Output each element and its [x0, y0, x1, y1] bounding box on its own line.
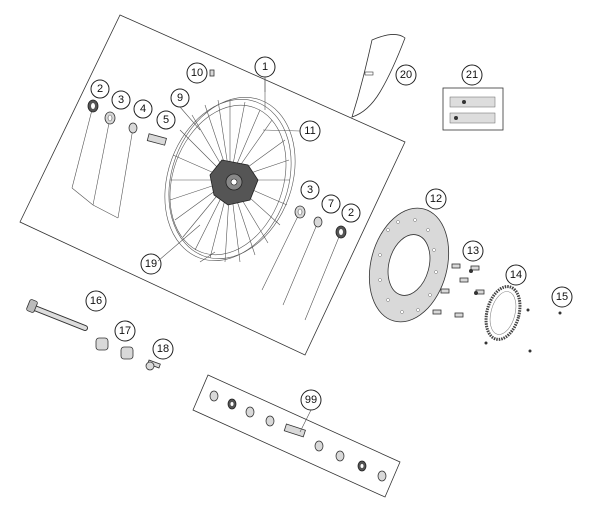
callout-16-label: 16: [90, 295, 102, 307]
rim-tape-labels: [442, 87, 504, 131]
callout-leaders: [157, 77, 312, 433]
callout-3a: 3: [111, 90, 131, 110]
callout-11-label: 11: [304, 125, 315, 137]
callout-3b-label: 3: [307, 184, 313, 196]
callout-19-label: 19: [145, 258, 157, 270]
callout-9-label: 9: [177, 92, 183, 104]
callout-3b: 3: [300, 180, 320, 200]
inner-tube: [351, 34, 406, 118]
distance-bush: [146, 133, 167, 146]
spacer-ring-left: [128, 122, 138, 134]
callout-5-label: 5: [163, 114, 169, 126]
callout-21-label: 21: [466, 69, 478, 81]
callout-10: 10: [186, 62, 208, 84]
callout-14-label: 14: [510, 269, 522, 281]
callout-7-label: 7: [328, 198, 334, 210]
callout-99: 99: [300, 389, 322, 411]
valve-cap: [209, 69, 215, 77]
wheel-axle: [26, 299, 88, 331]
axle-screw: [145, 359, 161, 371]
wheel-assembly-frame: [19, 14, 406, 356]
callout-18-label: 18: [157, 343, 169, 355]
callout-11: 11: [299, 120, 321, 142]
spacer-ring-right: [313, 216, 323, 228]
callout-2a-label: 2: [97, 83, 103, 95]
callout-17: 17: [114, 320, 136, 342]
callouts: 1 2 2 3 3 4 5 7 9 10 11 12 13 14 15 16 1…: [85, 56, 573, 411]
wheel: [164, 97, 296, 263]
callout-2a: 2: [90, 79, 110, 99]
abs-ring-screws: [526, 308, 562, 353]
brake-disc: [368, 207, 450, 323]
callout-20: 20: [395, 64, 417, 86]
callout-10-label: 10: [191, 67, 203, 79]
bearing-kit-frame: [192, 374, 401, 498]
callout-17-label: 17: [119, 325, 131, 337]
callout-13: 13: [462, 240, 484, 262]
callout-18: 18: [152, 338, 174, 360]
bearing-kit-parts: [209, 390, 387, 482]
abs-sensor-ring: [484, 285, 522, 345]
callout-3a-label: 3: [118, 94, 124, 106]
callout-9: 9: [170, 88, 190, 108]
right-small-parts: [294, 205, 347, 239]
callout-13-label: 13: [467, 245, 479, 257]
callout-1: 1: [254, 56, 276, 78]
callout-15-label: 15: [556, 291, 568, 303]
callout-14: 14: [505, 264, 527, 286]
callout-16: 16: [85, 290, 107, 312]
callout-2b-label: 2: [348, 207, 354, 219]
callout-5: 5: [156, 110, 176, 130]
callout-19: 19: [140, 253, 162, 275]
callout-1-label: 1: [262, 61, 268, 73]
callout-2b: 2: [341, 203, 361, 223]
callout-15: 15: [551, 286, 573, 308]
callout-12-label: 12: [430, 193, 442, 205]
callout-12: 12: [425, 188, 447, 210]
callout-7: 7: [321, 194, 341, 214]
left-small-parts: [87, 99, 167, 146]
callout-20-label: 20: [400, 69, 412, 81]
axle-spacers: [95, 337, 134, 360]
callout-4: 4: [133, 99, 153, 119]
callout-4-label: 4: [140, 103, 146, 115]
callout-99-label: 99: [305, 394, 317, 406]
callout-21: 21: [461, 64, 483, 86]
leader-lines: [71, 78, 342, 321]
brake-disc-screws: [432, 263, 485, 318]
